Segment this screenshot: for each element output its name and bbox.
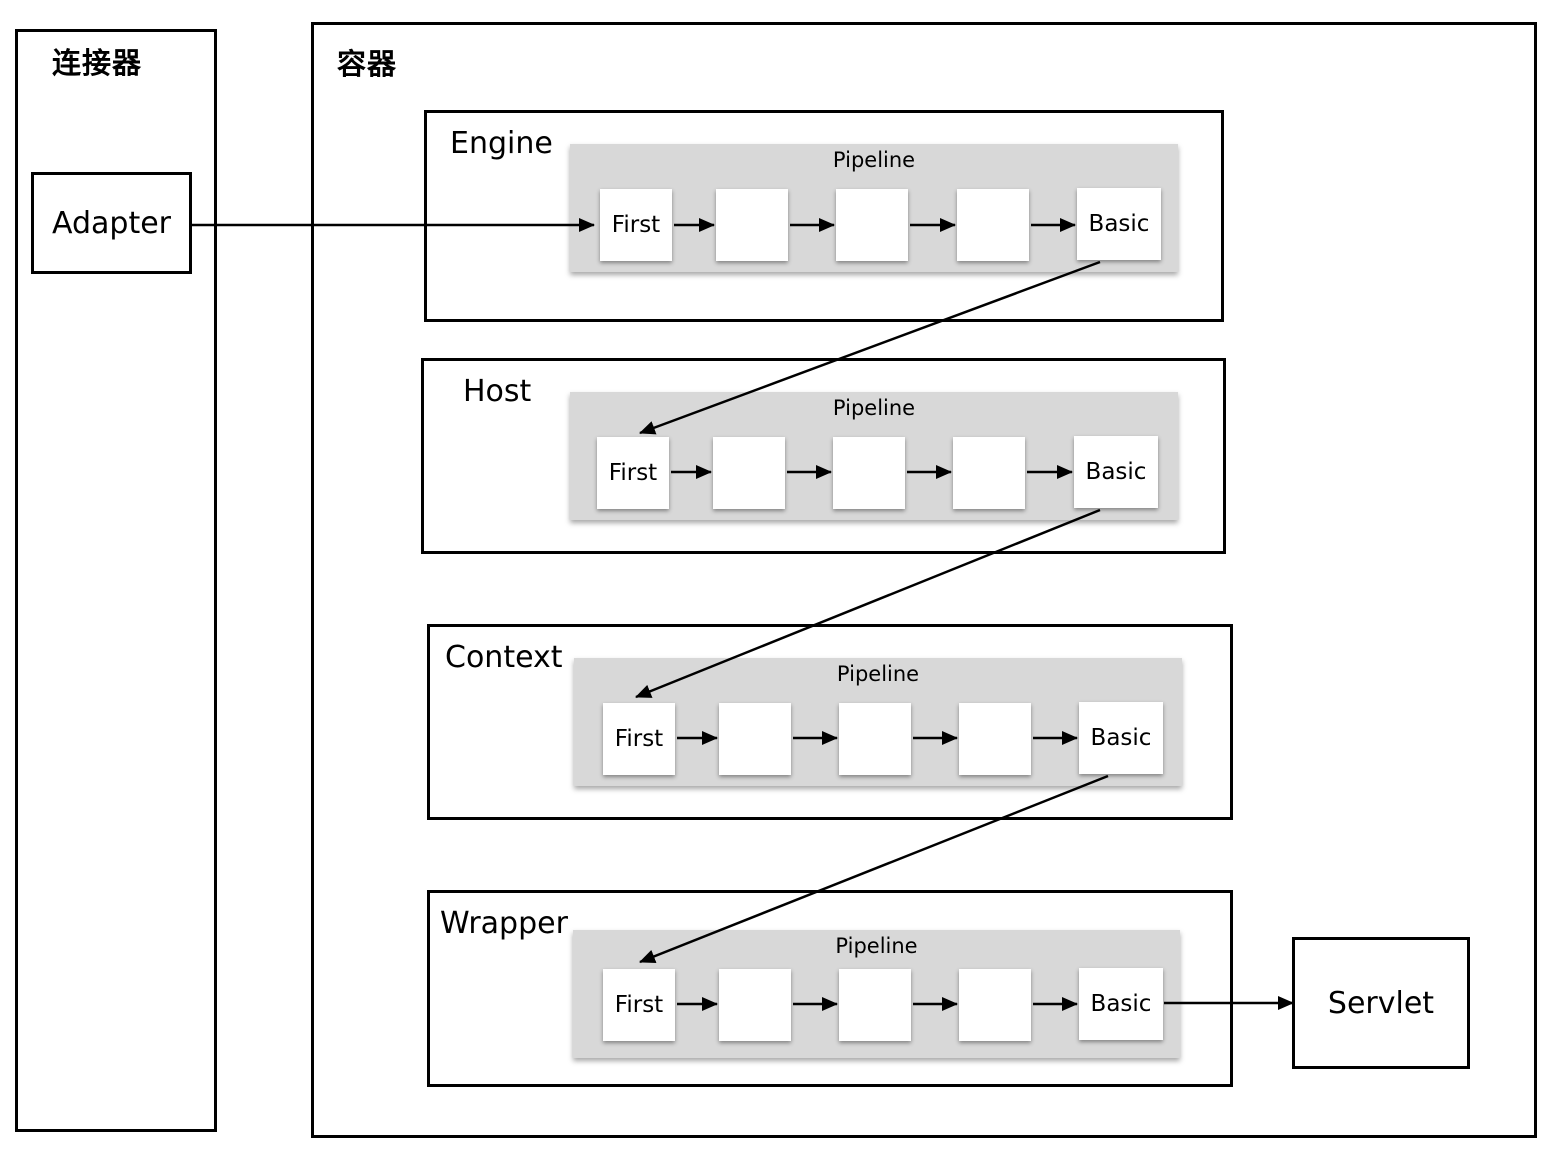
host-basic-valve: Basic	[1074, 436, 1158, 508]
wrapper-valve	[719, 969, 791, 1041]
host-title: Host	[463, 374, 532, 409]
pipeline-label: Pipeline	[832, 148, 916, 172]
engine-basic-valve: Basic	[1077, 188, 1161, 260]
adapter-label: Adapter	[51, 205, 172, 241]
adapter-box: Adapter	[31, 172, 192, 274]
context-valve	[719, 703, 791, 775]
servlet-label: Servlet	[1327, 985, 1435, 1021]
engine-title: Engine	[450, 126, 553, 161]
host-valve	[833, 437, 905, 509]
wrapper-title: Wrapper	[440, 906, 568, 941]
engine-valve	[957, 189, 1029, 261]
engine-first-valve: First	[600, 189, 672, 261]
host-valve	[953, 437, 1025, 509]
context-title: Context	[445, 640, 563, 675]
wrapper-basic-valve: Basic	[1079, 968, 1163, 1040]
context-valve	[839, 703, 911, 775]
wrapper-first-valve: First	[603, 969, 675, 1041]
container-box	[311, 22, 1537, 1138]
connector-title: 连接器	[52, 46, 143, 80]
context-first-valve: First	[603, 703, 675, 775]
wrapper-valve	[959, 969, 1031, 1041]
wrapper-valve	[839, 969, 911, 1041]
engine-valve	[836, 189, 908, 261]
pipeline-label: Pipeline	[836, 662, 920, 686]
servlet-box: Servlet	[1292, 937, 1470, 1069]
pipeline-label: Pipeline	[835, 934, 918, 958]
host-first-valve: First	[597, 437, 669, 509]
engine-valve	[716, 189, 788, 261]
container-title: 容器	[337, 47, 398, 81]
host-valve	[713, 437, 785, 509]
context-basic-valve: Basic	[1079, 702, 1163, 774]
context-valve	[959, 703, 1031, 775]
connector-box	[15, 29, 217, 1132]
pipeline-label: Pipeline	[832, 396, 916, 420]
